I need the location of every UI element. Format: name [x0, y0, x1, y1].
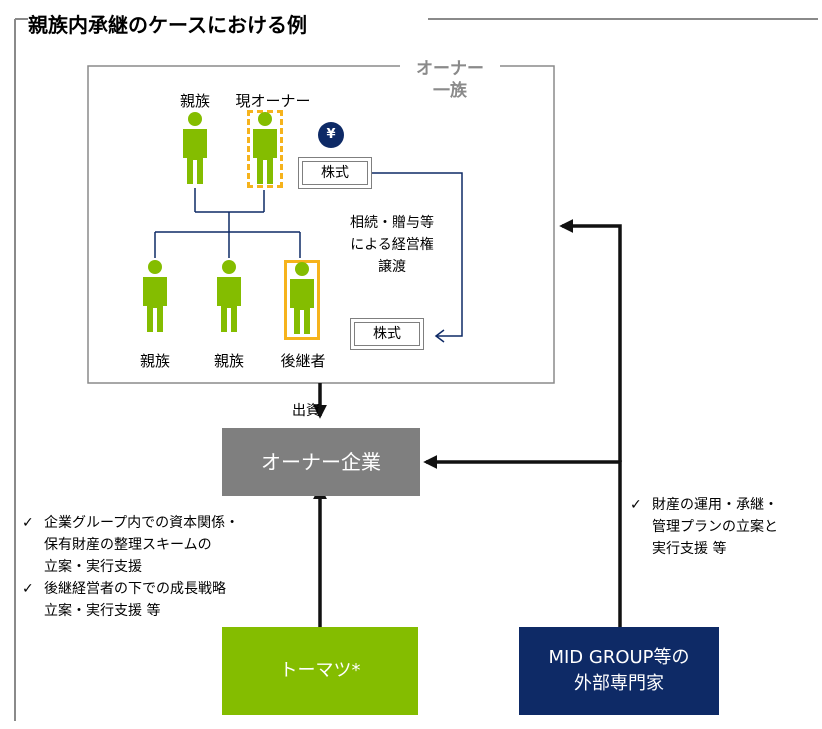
support-line: 実行支援 等: [652, 541, 727, 557]
stock-top: 株式: [298, 157, 372, 189]
stock-top-label: 株式: [302, 161, 368, 185]
yen-icon: ¥: [318, 122, 344, 148]
support-line: 保有財産の整理スキームの: [44, 537, 212, 553]
mid-support-notes: ✓ 財産の運用・承継・ 管理プランの立案と 実行支援 等: [630, 494, 820, 560]
person-icon: [176, 112, 214, 188]
support-item: ✓ 後継経営者の下での成長戦略 立案・実行支援 等: [22, 578, 312, 622]
bottom-person-label-relative: 親族: [139, 352, 170, 370]
bottom-person-label-relative: 親族: [213, 352, 244, 370]
support-line: 管理プランの立案と: [652, 519, 778, 535]
mid-group-label-line1: MID GROUP等の: [548, 647, 690, 668]
investment-label: 出資: [292, 403, 320, 419]
tohmatsu-support-notes: ✓ 企業グループ内での資本関係・ 保有財産の整理スキームの 立案・実行支援 ✓ …: [22, 512, 312, 622]
owner-company-box: オーナー企業: [222, 428, 420, 496]
tohmatsu-box: トーマツ*: [222, 627, 418, 715]
support-line: 企業グループ内での資本関係・: [44, 515, 240, 531]
check-icon: ✓: [22, 581, 34, 597]
family-group-label-line1: オーナー: [416, 59, 484, 79]
family-tree: [154, 172, 463, 343]
bottom-person-label-successor: 後継者: [280, 352, 326, 370]
stock-bottom: 株式: [350, 318, 424, 350]
check-icon: ✓: [22, 515, 34, 531]
support-line: 立案・実行支援: [44, 559, 142, 575]
transfer-note: 相続・贈与等 による経営権 譲渡: [337, 212, 447, 278]
family-group-label-line2: 一族: [433, 81, 467, 101]
transfer-line: による経営権: [350, 237, 434, 253]
successor-highlight: [284, 260, 320, 340]
check-icon: ✓: [630, 497, 642, 513]
top-person-label-relative: 親族: [179, 92, 210, 110]
mid-group-box: MID GROUP等の 外部専門家: [519, 627, 719, 715]
mid-to-family-arrow: [559, 219, 622, 462]
person-icon: [283, 262, 321, 338]
person-icon: [210, 260, 248, 336]
page-title: 親族内承継のケースにおける例: [28, 13, 307, 37]
stock-bottom-label: 株式: [354, 322, 420, 346]
transfer-line: 譲渡: [378, 259, 406, 275]
top-person-label-owner: 現オーナー: [235, 92, 311, 110]
mid-to-owner-arrow: [423, 455, 622, 627]
transfer-line: 相続・贈与等: [350, 215, 434, 231]
support-item: ✓ 企業グループ内での資本関係・ 保有財産の整理スキームの 立案・実行支援: [22, 512, 312, 578]
support-line: 後継経営者の下での成長戦略: [44, 581, 226, 597]
support-item: ✓ 財産の運用・承継・ 管理プランの立案と 実行支援 等: [630, 494, 820, 560]
family-group-label: オーナー 一族: [400, 58, 500, 102]
mid-group-label-line2: 外部専門家: [574, 673, 664, 694]
person-icon: [136, 260, 174, 336]
person-icon: [246, 112, 284, 188]
support-line: 財産の運用・承継・: [652, 497, 778, 513]
current-owner-highlight: [247, 110, 283, 188]
support-line: 立案・実行支援 等: [44, 603, 161, 619]
